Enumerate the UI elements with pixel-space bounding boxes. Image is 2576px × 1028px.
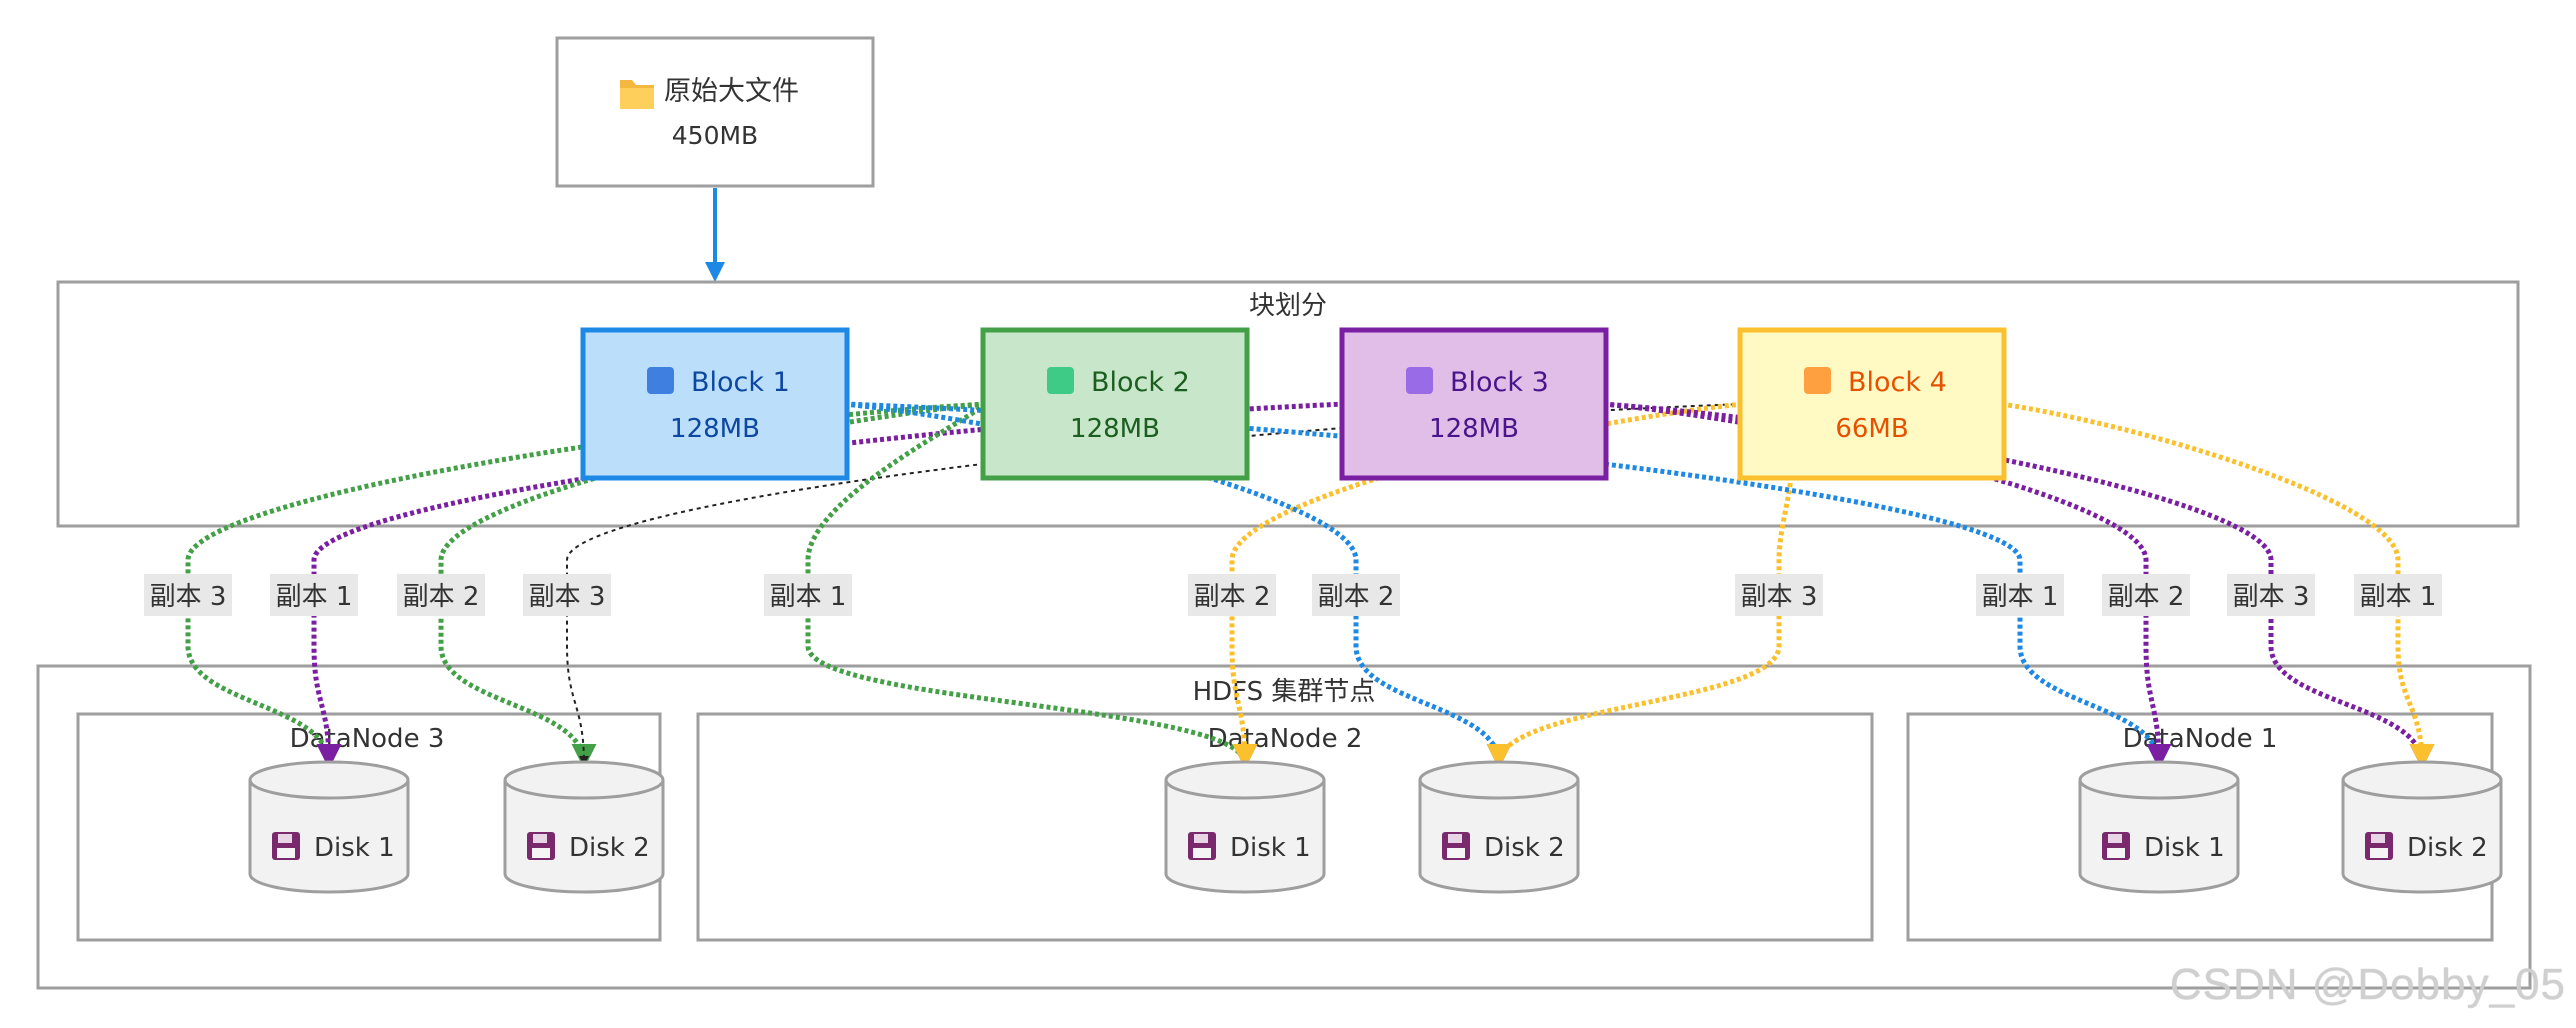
disk-dn3d1: Disk 1 (248, 760, 410, 894)
disk-dn1d1: Disk 1 (2078, 760, 2240, 894)
floppy-disk-icon (2365, 832, 2393, 860)
block-size: 128MB (1429, 414, 1519, 444)
disk-dn3d2: Disk 2 (503, 760, 665, 894)
replica-label: 副本 3 (1735, 574, 1823, 616)
replica-label: 副本 3 (2227, 574, 2315, 616)
block-size: 66MB (1835, 414, 1908, 444)
replica-edge-b1-dn3d1 (185, 401, 986, 769)
block-label: Block 2 (1091, 367, 1190, 398)
disk-label: Disk 2 (569, 833, 650, 863)
partition-group-title: 块划分 (1249, 291, 1327, 321)
svg-text:副本 1: 副本 1 (2360, 582, 2437, 612)
block-b4: Block 4 66MB (1737, 327, 2007, 481)
block-label: Block 1 (691, 367, 790, 398)
disk-label: Disk 1 (2144, 833, 2225, 863)
purple-square-icon (1406, 367, 1433, 394)
disk-dn1d2: Disk 2 (2341, 760, 2503, 894)
replica-label: 副本 1 (2354, 574, 2442, 616)
replica-label: 副本 3 (523, 574, 611, 616)
replica-edge-b1-dn1d1 (844, 401, 2172, 769)
floppy-disk-icon (1442, 832, 1470, 860)
source-file-node: 原始大文件 450MB (555, 36, 875, 188)
green-square-icon (1047, 367, 1074, 394)
block-label: Block 4 (1848, 367, 1947, 398)
floppy-disk-icon (272, 832, 300, 860)
svg-text:副本 3: 副本 3 (150, 582, 227, 612)
svg-text:副本 3: 副本 3 (2233, 582, 2310, 612)
disk-label: Disk 2 (2407, 833, 2488, 863)
disk-label: Disk 1 (314, 833, 395, 863)
replica-label: 副本 2 (1312, 574, 1400, 616)
folder-icon (620, 80, 654, 109)
partition-group: 块划分 (56, 280, 2520, 528)
replica-edge-b3-dn1d1 (1603, 401, 2172, 769)
block-b2: Block 2 128MB (980, 327, 1250, 481)
datanode-title: DataNode 3 (290, 724, 445, 754)
svg-text:副本 1: 副本 1 (276, 582, 353, 612)
svg-text:副本 1: 副本 1 (770, 582, 847, 612)
floppy-disk-icon (1188, 832, 1216, 860)
disk-label: Disk 2 (1484, 833, 1565, 863)
disk-dn2d1: Disk 1 (1164, 760, 1326, 894)
replica-label: 副本 2 (397, 574, 485, 616)
replica-label: 副本 1 (1976, 574, 2064, 616)
replica-label: 副本 1 (270, 574, 358, 616)
svg-text:副本 2: 副本 2 (1318, 582, 1395, 612)
block-label: Block 3 (1450, 367, 1549, 398)
watermark: CSDN @Dobby_05 (2169, 960, 2566, 1009)
orange-square-icon (1804, 367, 1831, 394)
floppy-disk-icon (527, 832, 555, 860)
replica-label: 副本 2 (2102, 574, 2190, 616)
block-size: 128MB (670, 414, 760, 444)
replica-edge-b4-dn1d2 (2000, 401, 2435, 769)
disk-dn2d2: Disk 2 (1418, 760, 1580, 894)
block-size: 128MB (1070, 414, 1160, 444)
replica-label: 副本 2 (1188, 574, 1276, 616)
svg-text:副本 2: 副本 2 (403, 582, 480, 612)
source-title: 原始大文件 (664, 76, 799, 107)
svg-text:副本 1: 副本 1 (1982, 582, 2059, 612)
replica-label: 副本 1 (764, 574, 852, 616)
block-b3: Block 3 128MB (1339, 327, 1609, 481)
svg-text:副本 2: 副本 2 (1194, 582, 1271, 612)
block-b1: Block 1 128MB (580, 327, 850, 481)
replica-edge-b2-dn2d1 (805, 402, 1258, 769)
datanode-title: DataNode 2 (1208, 724, 1363, 754)
cluster-title: HDFS 集群节点 (1193, 677, 1376, 707)
blue-square-icon (647, 367, 674, 394)
replica-label: 副本 3 (144, 574, 232, 616)
replica-edge-b1-dn1d2 (1603, 401, 2435, 769)
source-size: 450MB (672, 121, 758, 150)
svg-text:副本 2: 副本 2 (2108, 582, 2185, 612)
svg-text:副本 3: 副本 3 (529, 582, 606, 612)
svg-text:副本 3: 副本 3 (1741, 582, 1818, 612)
disk-label: Disk 1 (1230, 833, 1311, 863)
floppy-disk-icon (2102, 832, 2130, 860)
